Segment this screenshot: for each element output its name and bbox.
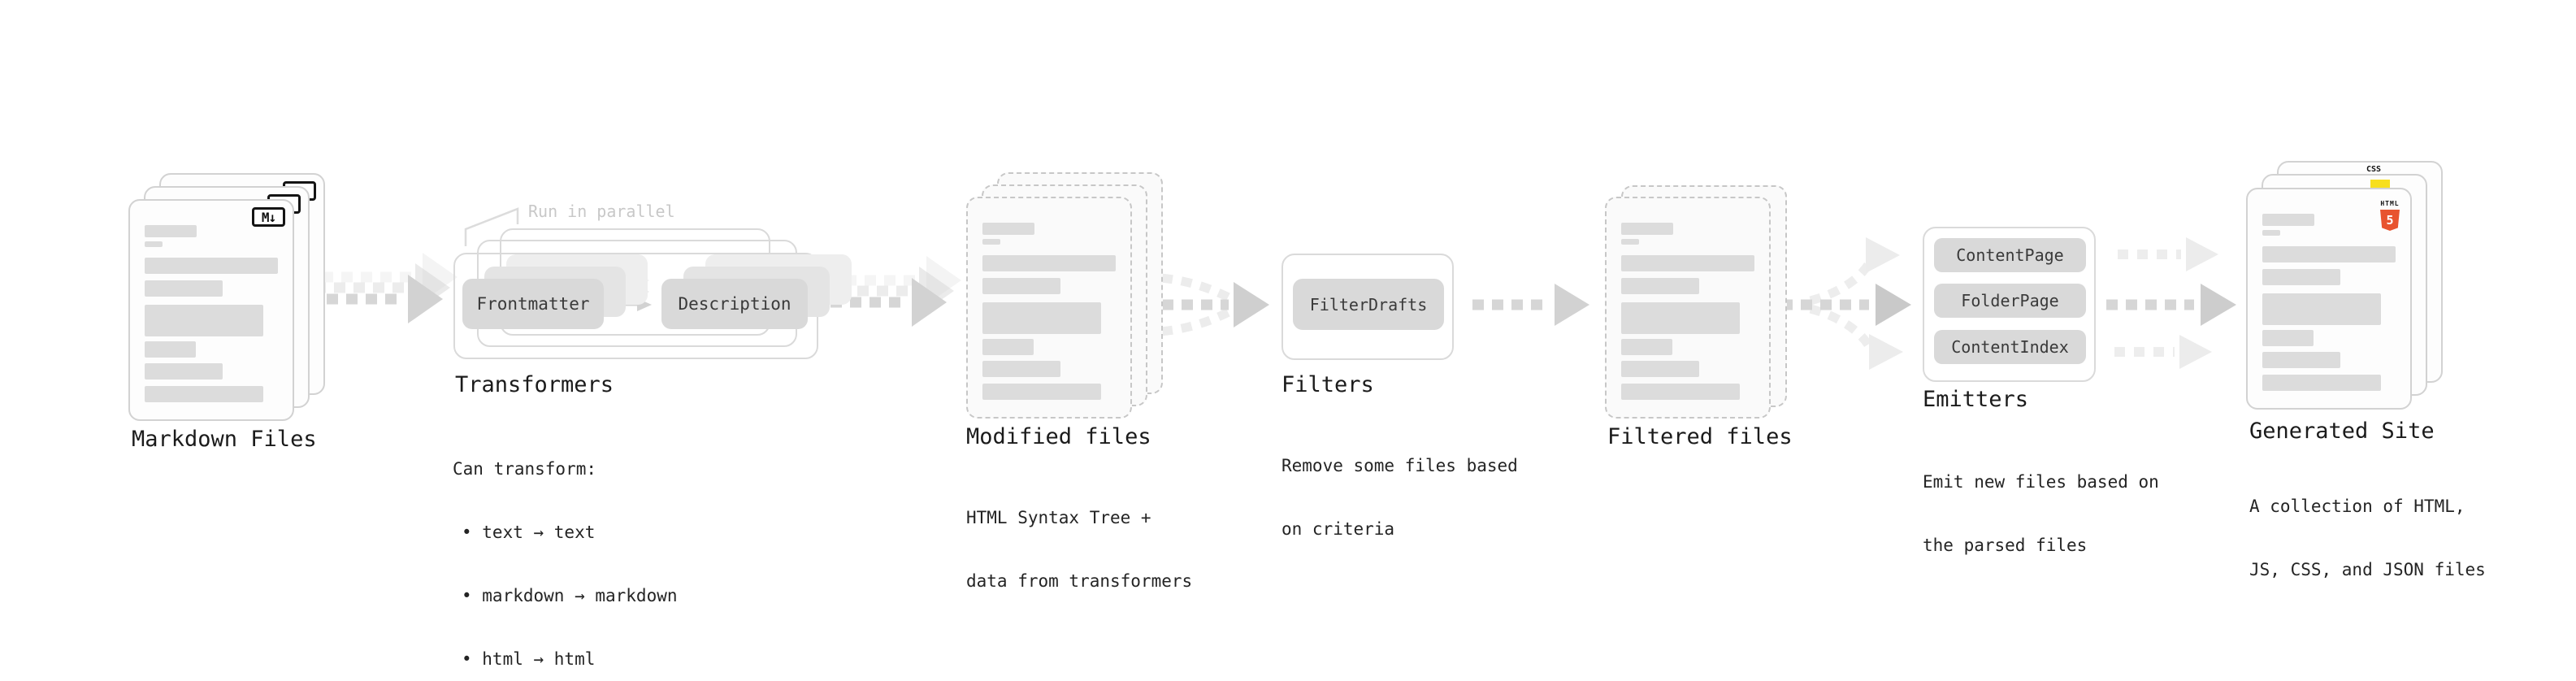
text-line-placeholder [1621,223,1673,235]
contentindex-box: ContentIndex [1934,330,2086,364]
modified-sub-line: data from transformers [966,571,1193,591]
text-line-placeholder [2262,352,2340,368]
text-line-placeholder [2262,293,2381,325]
text-line-placeholder [145,280,223,297]
text-line-placeholder [2262,246,2396,262]
emitters-label: Emitters [1923,387,2029,412]
emitters-sub-line: the parsed files [1923,536,2088,555]
arrow-markdown-to-transformers-icon [307,253,458,323]
emitters-description: Emit new files based on the parsed files [1923,429,2159,598]
text-line-placeholder [145,305,263,336]
html5-shield: 5 [2380,210,2400,231]
markdown-files-label: Markdown Files [132,427,317,452]
text-line-placeholder [2262,269,2340,285]
run-in-parallel-note: Run in parallel [528,202,675,221]
html5-icon: HTML 5 [2379,193,2400,231]
arrows-emitters-to-generated-icon [2106,237,2236,369]
filtered-document-front [1605,197,1771,419]
text-line-placeholder [145,363,223,380]
transform-bullet: • text → text [462,523,596,542]
text-line-placeholder [982,255,1116,271]
filtered-files-label: Filtered files [1607,424,1793,449]
text-line-placeholder [2262,330,2314,346]
markdown-document-front: M↓ [128,199,294,421]
modified-files-label: Modified files [966,424,1151,449]
text-line-placeholder [1621,361,1699,377]
text-line-placeholder [1621,302,1740,334]
text-line-placeholder [145,241,163,247]
modified-sub-line: HTML Syntax Tree + [966,508,1151,527]
javascript-icon [2370,180,2390,190]
generated-site-description: A collection of HTML, JS, CSS, and JSON … [2249,453,2486,622]
modified-files-description: HTML Syntax Tree + data from transformer… [966,465,1192,634]
text-line-placeholder [145,341,196,358]
text-line-placeholder [982,239,1000,245]
text-line-placeholder [982,361,1060,377]
modified-document-front [966,197,1132,419]
html-document-front: HTML 5 [2246,188,2412,410]
transformers-label: Transformers [455,372,614,397]
filterdrafts-box: FilterDrafts [1293,279,1444,330]
text-line-placeholder [982,223,1034,235]
text-line-placeholder [1621,278,1699,294]
html5-word: HTML [2380,200,2400,207]
arrow-filtered-to-emitters-icon [1781,237,1911,370]
transformers-description: Can transform: • text → text • markdown … [453,416,678,681]
folderpage-box: FolderPage [1934,284,2086,318]
text-line-placeholder [982,384,1101,400]
generated-sub-line: JS, CSS, and JSON files [2249,560,2486,579]
text-line-placeholder [1621,384,1740,400]
transform-bullet: • markdown → markdown [462,586,678,605]
text-line-placeholder [2262,214,2314,226]
transform-bullet: • html → html [462,649,596,669]
text-line-placeholder [982,302,1101,334]
text-line-placeholder [2262,375,2381,391]
text-line-placeholder [1621,255,1754,271]
contentpage-box: ContentPage [1934,238,2086,272]
generated-site-label: Generated Site [2249,419,2435,444]
text-line-placeholder [982,278,1060,294]
description-box: Description [661,279,808,329]
text-line-placeholder [2262,230,2280,236]
emitters-sub-line: Emit new files based on [1923,472,2159,492]
transform-list-title: Can transform: [453,459,597,479]
text-line-placeholder [1621,239,1639,245]
arrow-filters-to-filtered-icon [1472,284,1589,326]
text-line-placeholder [1621,339,1672,355]
filters-label: Filters [1281,372,1374,397]
frontmatter-box: Frontmatter [462,279,604,329]
text-line-placeholder [145,225,197,237]
text-line-placeholder [145,258,278,274]
text-line-placeholder [982,339,1034,355]
generated-sub-line: A collection of HTML, [2249,497,2465,516]
filters-description: Remove some files based on criteria [1281,413,1518,582]
filters-sub-line: on criteria [1281,519,1395,539]
markdown-icon: M↓ [252,207,285,227]
filters-sub-line: Remove some files based [1281,456,1518,475]
text-line-placeholder [145,386,263,402]
